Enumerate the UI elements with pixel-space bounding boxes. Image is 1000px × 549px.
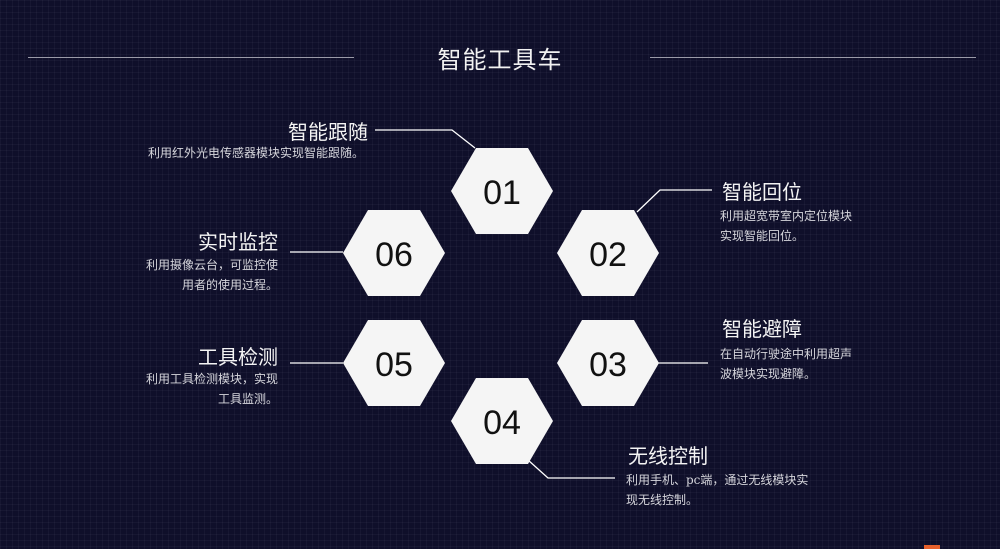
connector-04	[527, 459, 615, 479]
feature-02-desc-line: 实现智能回位。	[720, 229, 805, 243]
feature-05-desc-line: 利用工具检测模块，实现	[145, 372, 278, 386]
hexagon-05: 05	[343, 320, 445, 406]
feature-04-desc: 利用手机、pc端，通过无线模块实 现无线控制。	[626, 470, 808, 510]
hexagon-01-number: 01	[483, 174, 521, 212]
feature-01-title: 智能跟随	[288, 120, 368, 144]
corner-accent	[924, 545, 940, 549]
feature-03-desc: 在自动行驶途中利用超声 波模块实现避障。	[720, 344, 852, 384]
hexagon-02: 02	[557, 210, 659, 296]
feature-05-desc-line: 工具监测。	[217, 392, 278, 406]
connector-02	[636, 189, 712, 213]
hexagon-02-number: 02	[589, 236, 627, 274]
feature-03-desc-line: 波模块实现避障。	[720, 367, 817, 381]
feature-03-desc-line: 在自动行驶途中利用超声	[720, 347, 853, 361]
feature-05-desc: 利用工具检测模块，实现 工具监测。	[146, 369, 278, 409]
hexagon-03-number: 03	[589, 346, 627, 384]
hexagon-06-number: 06	[375, 236, 413, 274]
feature-06-desc-line: 用者的使用过程。	[181, 278, 278, 292]
hexagon-05-number: 05	[375, 346, 413, 384]
feature-06-desc-line: 利用摄像云台，可监控使	[145, 258, 278, 272]
feature-04-desc-line: 利用手机、pc端，通过无线模块实	[626, 473, 809, 487]
feature-04-desc-line: 现无线控制。	[626, 493, 699, 507]
title-rule-right	[650, 57, 976, 58]
feature-06-title: 实时监控	[198, 230, 278, 254]
connector-01	[375, 129, 476, 149]
feature-06-desc: 利用摄像云台，可监控使 用者的使用过程。	[146, 255, 278, 295]
slide-title: 智能工具车	[437, 46, 563, 74]
feature-03-title: 智能避障	[722, 317, 802, 341]
hexagon-01: 01	[451, 148, 553, 234]
hexagon-04: 04	[451, 378, 553, 464]
hexagon-04-number: 04	[483, 404, 521, 442]
feature-01-desc-line: 利用红外光电传感器模块实现智能跟随。	[147, 146, 364, 160]
feature-01-desc: 利用红外光电传感器模块实现智能跟随。	[148, 143, 364, 163]
hexagon-03: 03	[557, 320, 659, 406]
feature-04-title: 无线控制	[628, 444, 708, 468]
title-rule-left	[28, 57, 354, 58]
feature-05-title: 工具检测	[198, 345, 278, 369]
feature-02-title: 智能回位	[722, 180, 802, 204]
feature-02-desc: 利用超宽带室内定位模块 实现智能回位。	[720, 206, 852, 246]
hexagon-06: 06	[343, 210, 445, 296]
feature-02-desc-line: 利用超宽带室内定位模块	[720, 209, 853, 223]
